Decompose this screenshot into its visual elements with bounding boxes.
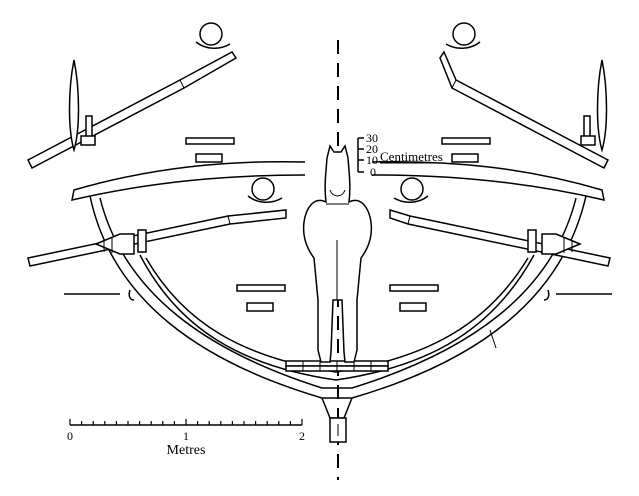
cm-tick-10: 10 <box>366 153 378 167</box>
rower-head-upper-right <box>452 22 476 46</box>
rower-head-lower-right <box>400 177 424 201</box>
oar-upper-right <box>439 50 609 170</box>
cm-tick-20: 20 <box>366 142 378 156</box>
metre-scale-label: Metres <box>167 443 206 458</box>
bench-lower-left <box>236 284 286 312</box>
cm-scale-label: Centimetres <box>380 149 443 164</box>
oar-lower-right <box>389 208 611 267</box>
bench-upper-right <box>441 137 491 163</box>
oar-lower-left <box>27 209 287 267</box>
centimetre-scale: 30 20 10 0 Centimetres <box>357 131 443 179</box>
oar-upper-left <box>27 51 238 170</box>
rower-head-lower-left <box>251 177 275 201</box>
rower-head-upper-left <box>199 22 223 46</box>
bench-lower-right <box>389 284 439 312</box>
metre-tick-2: 2 <box>299 429 305 443</box>
metre-tick-1: 1 <box>183 429 189 443</box>
cm-tick-30: 30 <box>366 131 378 145</box>
cm-tick-0: 0 <box>370 165 376 179</box>
hull-section <box>71 160 605 443</box>
metre-tick-0: 0 <box>67 429 73 443</box>
bench-upper-left <box>185 137 235 163</box>
metre-scale: 0 1 2 Metres <box>67 419 305 458</box>
horse-figure <box>302 144 373 363</box>
deck-planking <box>285 360 389 372</box>
